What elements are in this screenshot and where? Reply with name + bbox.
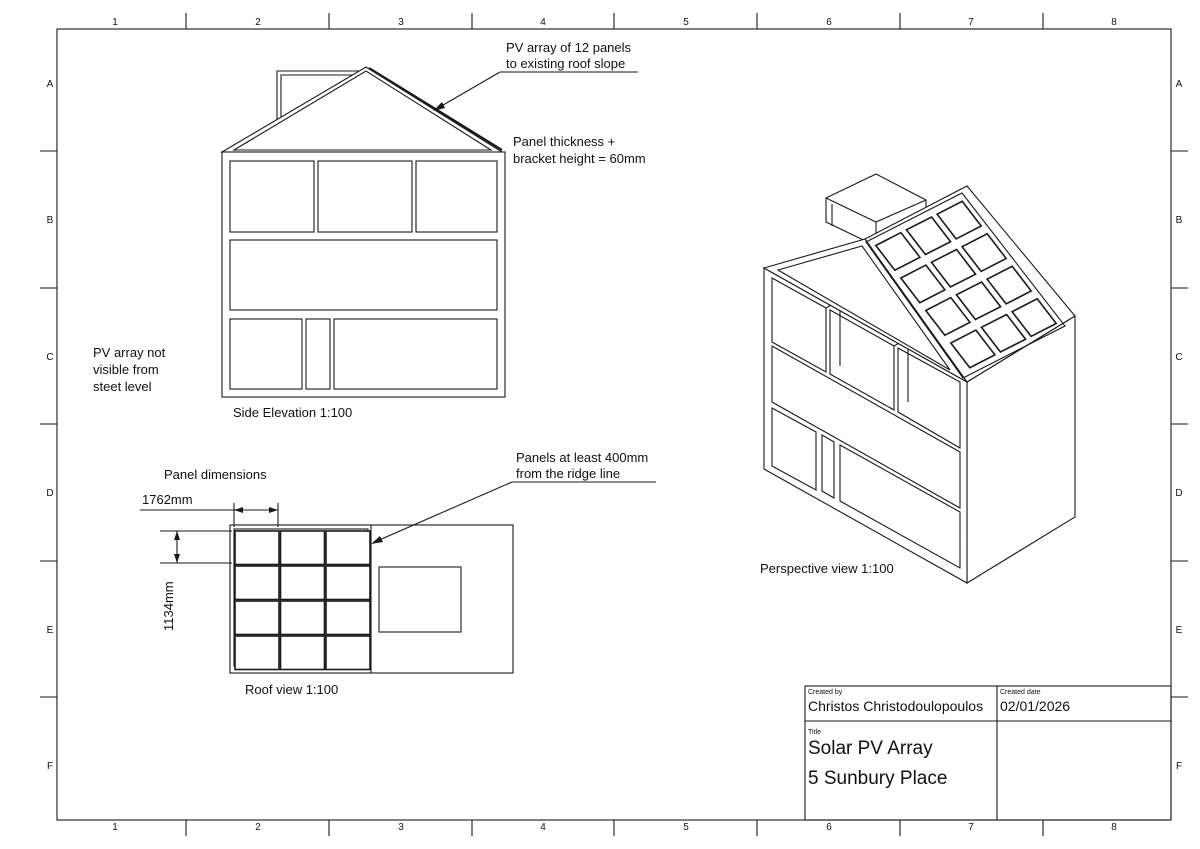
title-block (804, 685, 1172, 821)
side-elevation-caption: Side Elevation 1:100 (233, 405, 352, 420)
sheet-frame: 1 2 3 4 5 6 7 8 1 2 3 4 5 6 7 8 A B C D … (40, 13, 1188, 836)
roof-panel (234, 600, 280, 636)
frame-row-labels-right: A B C D E F (1175, 79, 1182, 772)
perspective-panel (924, 296, 972, 337)
created-by-value: Christos Christodoulopoulos (808, 698, 983, 714)
grid-row-b: B (47, 215, 54, 226)
roof-panel (325, 530, 371, 566)
perspective-panel (930, 248, 977, 289)
grid-col-8: 8 (1111, 17, 1117, 28)
grid-row-c: C (1175, 352, 1182, 363)
side-elevation-drawing (219, 66, 506, 398)
created-date-label: Created date (1000, 689, 1041, 696)
title-label: Title (808, 729, 821, 736)
perspective-panel (1010, 297, 1058, 338)
created-by-label: Created by (808, 689, 843, 696)
perspective-panel (905, 215, 952, 256)
width-dimension (140, 503, 279, 527)
ridge-note-line2: from the ridge line (516, 466, 620, 481)
grid-col-5: 5 (683, 822, 689, 833)
grid-row-d: D (46, 488, 53, 499)
perspective-pv-array (865, 192, 1066, 379)
perspective-panel (899, 264, 947, 304)
perspective-panel (980, 313, 1027, 354)
frame-row-labels-left: A B C D E F (46, 79, 53, 772)
grid-col-6: 6 (826, 17, 832, 28)
panel-height-dimension: 1134mm (161, 581, 176, 631)
perspective-panel (985, 265, 1033, 305)
frame-column-labels-bottom: 1 2 3 4 5 6 7 8 (112, 822, 1117, 833)
grid-row-e: E (47, 625, 54, 636)
roof-panel (279, 600, 326, 636)
grid-col-3: 3 (398, 822, 404, 833)
ridge-leader (371, 481, 656, 544)
perspective-panel (935, 200, 983, 240)
frame-column-labels-top: 1 2 3 4 5 6 7 8 (112, 17, 1117, 28)
grid-row-a: A (1176, 79, 1183, 90)
grid-col-8: 8 (1111, 822, 1117, 833)
grid-col-4: 4 (540, 17, 546, 28)
roof-panel (325, 635, 371, 671)
roof-panel-grid (234, 530, 371, 671)
perspective-panel (874, 231, 922, 272)
grid-col-2: 2 (255, 822, 261, 833)
roof-view-drawing (229, 524, 514, 674)
grid-row-e: E (1176, 625, 1183, 636)
roof-panel (279, 530, 326, 566)
grid-row-f: F (1176, 761, 1182, 772)
grid-col-1: 1 (112, 17, 118, 28)
grid-col-4: 4 (540, 822, 546, 833)
grid-col-6: 6 (826, 822, 832, 833)
panel-thickness-note-line2: bracket height = 60mm (513, 151, 646, 166)
perspective-view-drawing (762, 173, 1076, 584)
roof-panel (325, 600, 371, 636)
pv-array-note-line2: to existing roof slope (506, 56, 625, 71)
perspective-view-caption: Perspective view 1:100 (760, 561, 894, 576)
roof-panel (279, 565, 326, 601)
pv-array-note-line1: PV array of 12 panels (506, 40, 632, 55)
not-visible-note-line3: steet level (93, 379, 152, 394)
grid-row-d: D (1175, 488, 1182, 499)
roof-panel (325, 565, 371, 601)
roof-panel (234, 635, 280, 671)
not-visible-note-line1: PV array not (93, 345, 166, 360)
title-line1: Solar PV Array (808, 738, 933, 759)
grid-col-7: 7 (968, 17, 974, 28)
grid-row-b: B (1176, 215, 1183, 226)
roof-panel (234, 530, 280, 566)
perspective-panel-grid (874, 200, 1058, 369)
not-visible-note-line2: visible from (93, 362, 159, 377)
grid-row-f: F (47, 761, 53, 772)
panel-dimensions-heading: Panel dimensions (164, 467, 267, 482)
grid-col-3: 3 (398, 17, 404, 28)
frame-zone-ticks (40, 13, 1188, 836)
grid-col-5: 5 (683, 17, 689, 28)
perspective-panel (949, 329, 997, 369)
grid-col-2: 2 (255, 17, 261, 28)
roof-panel (234, 565, 280, 601)
roof-panel (279, 635, 326, 671)
panel-thickness-note-line1: Panel thickness + (513, 134, 615, 149)
perspective-panel (960, 232, 1008, 273)
perspective-panel (955, 280, 1002, 321)
title-line2: 5 Sunbury Place (808, 768, 947, 789)
panel-width-dimension: 1762mm (142, 492, 193, 507)
roof-view-caption: Roof view 1:100 (245, 682, 338, 697)
grid-col-7: 7 (968, 822, 974, 833)
created-date-value: 02/01/2026 (1000, 698, 1070, 714)
grid-col-1: 1 (112, 822, 118, 833)
grid-row-c: C (46, 352, 53, 363)
grid-row-a: A (47, 79, 54, 90)
ridge-note-line1: Panels at least 400mm (516, 450, 648, 465)
pv-array-leader (433, 71, 638, 111)
height-dimension (160, 530, 232, 564)
